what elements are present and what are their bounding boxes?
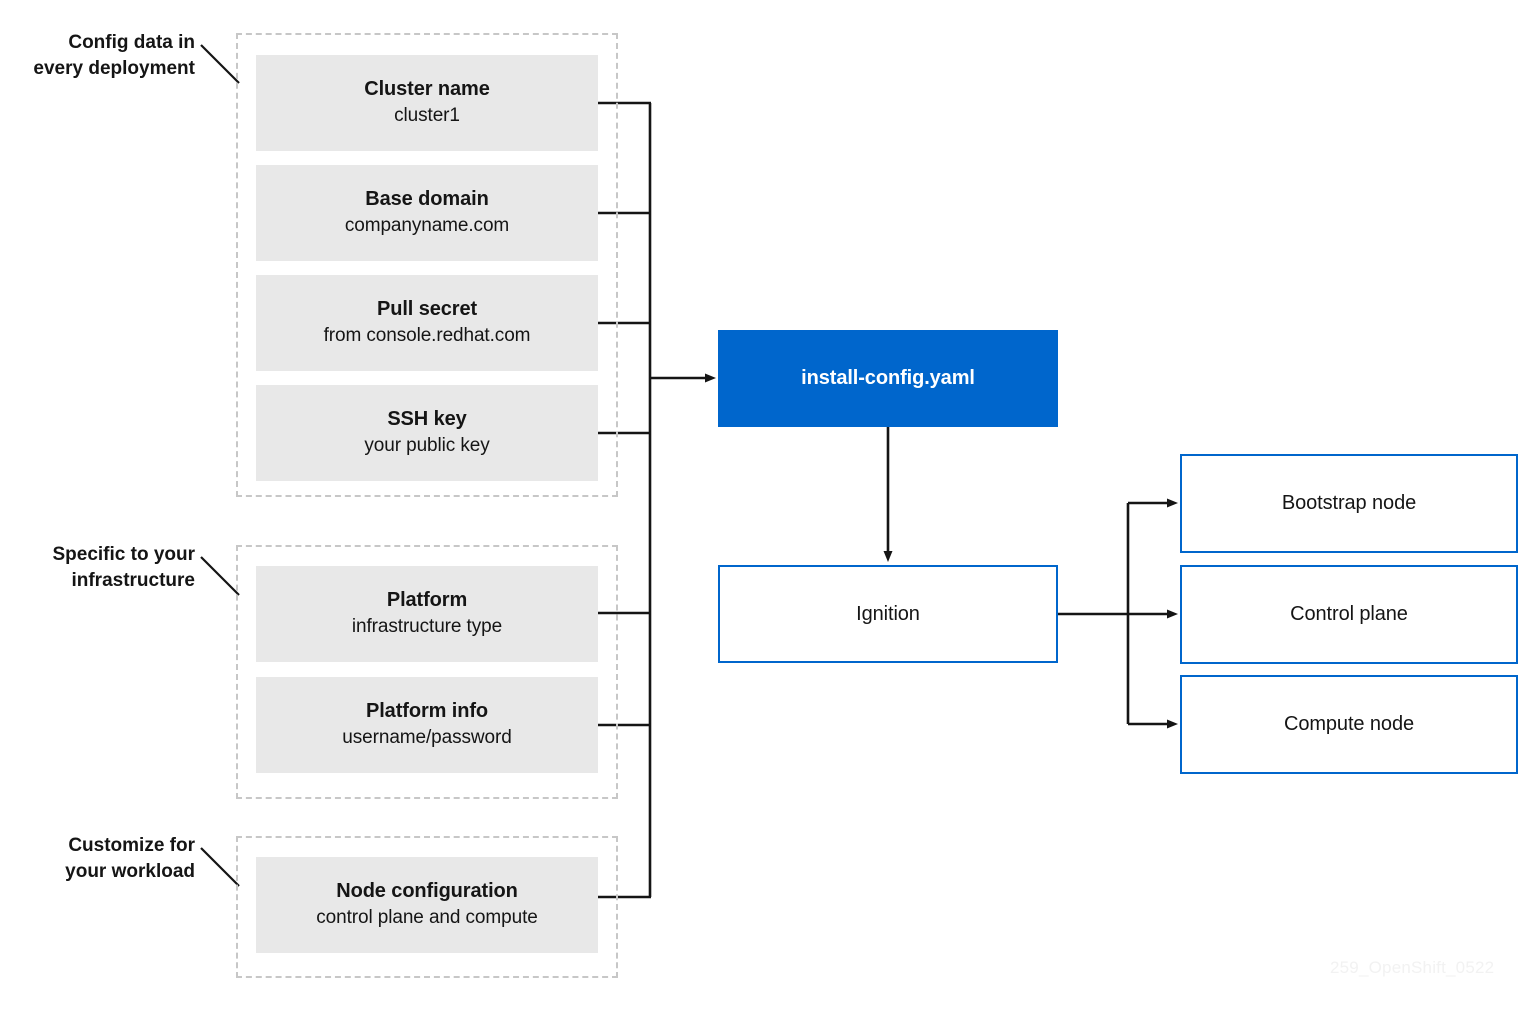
card-ssh-key-subtitle: your public key bbox=[364, 435, 490, 457]
card-node-configuration-subtitle: control plane and compute bbox=[316, 907, 538, 929]
card-platform-subtitle: infrastructure type bbox=[351, 616, 503, 638]
card-platform-info-subtitle: username/password bbox=[342, 727, 512, 749]
leader-line-infrastructure bbox=[200, 556, 240, 596]
compute-node-box[interactable]: Compute node bbox=[1180, 675, 1518, 774]
ignition-box[interactable]: Ignition bbox=[718, 565, 1058, 663]
card-platform-info[interactable]: Platform info username/password bbox=[256, 677, 598, 773]
card-base-domain-title: Base domain bbox=[365, 187, 489, 210]
card-base-domain[interactable]: Base domain companyname.com bbox=[256, 165, 598, 261]
bootstrap-node-label: Bootstrap node bbox=[1281, 492, 1417, 514]
card-cluster-name-title: Cluster name bbox=[364, 77, 490, 100]
card-platform-info-title: Platform info bbox=[365, 699, 489, 722]
annotation-workload-line1: Customize for bbox=[68, 835, 195, 856]
group-infrastructure bbox=[236, 545, 618, 799]
card-node-configuration-title: Node configuration bbox=[336, 879, 518, 902]
card-ssh-key[interactable]: SSH key your public key bbox=[256, 385, 598, 481]
group-workload bbox=[236, 836, 618, 978]
group-config-data bbox=[236, 33, 618, 497]
card-cluster-name-subtitle: cluster1 bbox=[394, 105, 460, 127]
card-cluster-name[interactable]: Cluster name cluster1 bbox=[256, 55, 598, 151]
annotation-workload: Customize for your workload bbox=[0, 833, 195, 884]
annotation-infrastructure-line1: Specific to your bbox=[52, 544, 195, 565]
control-plane-label: Control plane bbox=[1290, 603, 1408, 625]
install-config-box[interactable]: install-config.yaml bbox=[718, 330, 1058, 427]
card-platform[interactable]: Platform infrastructure type bbox=[256, 566, 598, 662]
annotation-infrastructure: Specific to your infrastructure bbox=[0, 542, 195, 593]
annotation-config-data: Config data in every deployment bbox=[0, 30, 195, 81]
annotation-config-data-line1: Config data in bbox=[68, 32, 195, 53]
compute-node-label: Compute node bbox=[1283, 713, 1414, 735]
card-ssh-key-title: SSH key bbox=[387, 407, 467, 430]
install-config-label: install-config.yaml bbox=[801, 367, 975, 389]
leader-line-config-data bbox=[200, 44, 240, 84]
annotation-config-data-line2: every deployment bbox=[33, 57, 195, 79]
card-platform-title: Platform bbox=[386, 588, 468, 611]
watermark: 259_OpenShift_0522 bbox=[1330, 958, 1495, 977]
card-pull-secret[interactable]: Pull secret from console.redhat.com bbox=[256, 275, 598, 371]
card-base-domain-subtitle: companyname.com bbox=[344, 215, 510, 237]
annotation-infrastructure-line2: infrastructure bbox=[71, 569, 195, 591]
ignition-label: Ignition bbox=[856, 602, 920, 625]
card-node-configuration[interactable]: Node configuration control plane and com… bbox=[256, 857, 598, 953]
bootstrap-node-box[interactable]: Bootstrap node bbox=[1180, 454, 1518, 553]
annotation-workload-line2: your workload bbox=[65, 860, 195, 882]
card-pull-secret-title: Pull secret bbox=[376, 297, 478, 320]
leader-line-workload bbox=[200, 847, 240, 887]
control-plane-box[interactable]: Control plane bbox=[1180, 565, 1518, 664]
card-pull-secret-subtitle: from console.redhat.com bbox=[323, 325, 531, 347]
